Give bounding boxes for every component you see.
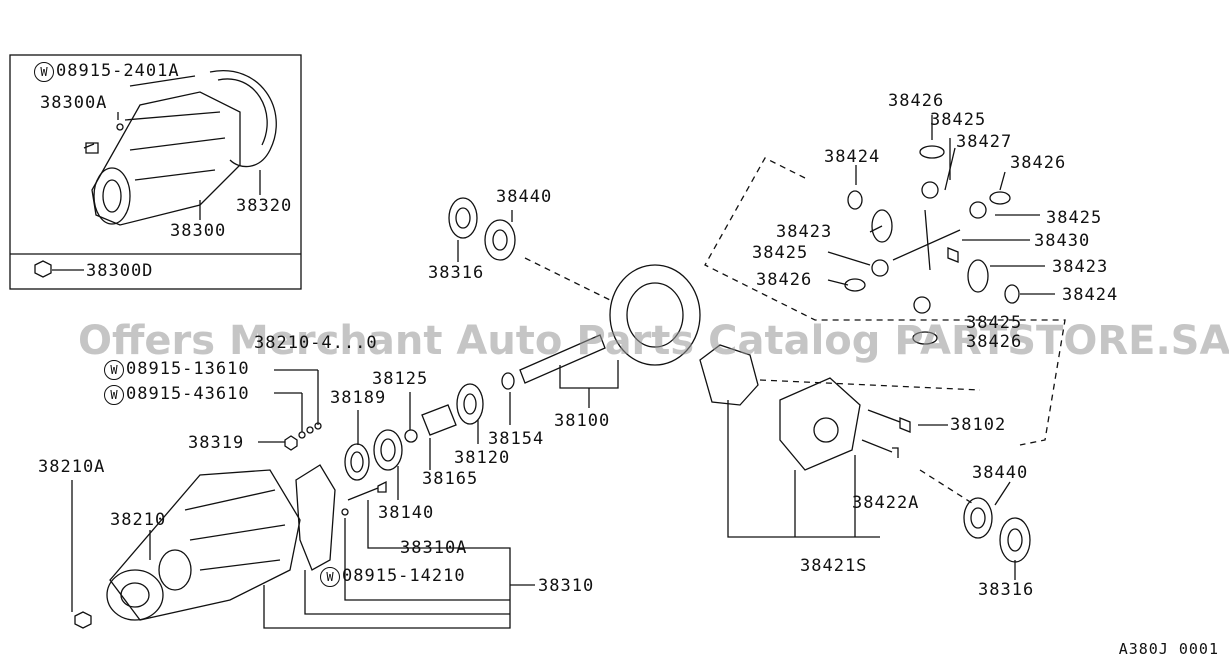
bearing-38316-top-icon — [448, 197, 478, 239]
part-label-38310[interactable]: 38310 — [538, 576, 595, 596]
diff-case-flange-icon — [779, 377, 861, 471]
part-label-38319[interactable]: 38319 — [188, 433, 245, 453]
bearing-38120-icon — [456, 383, 484, 425]
part-label-38210[interactable]: 38210 — [110, 510, 167, 530]
rear-cover-icon — [91, 70, 277, 226]
carrier-housing-icon — [106, 469, 301, 621]
part-label-38154[interactable]: 38154 — [488, 429, 545, 449]
diff-case-icon — [699, 344, 759, 406]
bearing-38440-top-icon — [484, 219, 516, 261]
part-label-38320[interactable]: 38320 — [236, 196, 293, 216]
part-label-38426-left[interactable]: 38426 — [756, 270, 813, 290]
part-label-38100[interactable]: 38100 — [554, 411, 611, 431]
part-label-38300D[interactable]: 38300D — [86, 261, 154, 281]
side-gear-38423-icon — [871, 209, 893, 243]
ring-gear-icon — [609, 264, 701, 366]
pinion-mate-icon — [921, 181, 939, 199]
part-label-38102[interactable]: 38102 — [950, 415, 1007, 435]
inset-frame — [9, 54, 302, 290]
part-label-38300A[interactable]: 38300A — [40, 93, 108, 113]
inset-bolt-icon — [83, 142, 99, 154]
nut-38319-icon — [284, 435, 298, 451]
bolt-38102-icon — [867, 409, 911, 433]
part-label-38440[interactable]: 38440 — [496, 187, 553, 207]
shim-38154-icon — [501, 372, 515, 390]
bearing-38140-icon — [373, 429, 403, 471]
washer-14210-icon — [341, 508, 349, 516]
part-label-38422A[interactable]: 38422A — [852, 493, 920, 513]
part-label-38430[interactable]: 38430 — [1034, 231, 1091, 251]
part-label-38426-bottom[interactable]: 38426 — [966, 332, 1023, 352]
part-label-38189[interactable]: 38189 — [330, 388, 387, 408]
part-label-38426-right[interactable]: 38426 — [1010, 153, 1067, 173]
mount-bracket-icon — [295, 464, 336, 571]
part-label-38165[interactable]: 38165 — [422, 469, 479, 489]
part-label-38316[interactable]: 38316 — [428, 263, 485, 283]
part-label-38210-nut[interactable]: 38210-4...0 — [254, 333, 378, 353]
part-label-38316-bottom[interactable]: 38316 — [978, 580, 1035, 600]
part-label-38424-right[interactable]: 38424 — [1062, 285, 1119, 305]
part-label-38310A[interactable]: 38310A — [400, 538, 468, 558]
part-label-38426[interactable]: 38426 — [888, 91, 945, 111]
washer-symbol-icon: W — [104, 360, 124, 380]
part-label-38425-left[interactable]: 38425 — [752, 243, 809, 263]
washer-symbol-icon: W — [320, 567, 340, 587]
drive-pinion-icon — [519, 334, 606, 384]
oil-seal-38189-icon — [344, 443, 370, 481]
part-label-38300[interactable]: 38300 — [170, 221, 227, 241]
part-label-38421S[interactable]: 38421S — [800, 556, 868, 576]
pinion-shaft-38430-icon — [892, 209, 961, 271]
watermark: Offers Merchant Auto Parts Catalog PARTS… — [78, 318, 1229, 364]
bolt-38140-icon — [347, 480, 387, 501]
washer-symbol-icon: W — [104, 385, 124, 405]
washer-38125-icon — [404, 429, 418, 443]
part-label-38425-right[interactable]: 38425 — [1046, 208, 1103, 228]
inset-washer-icon — [116, 123, 124, 131]
bearing-38316-bottom-icon — [999, 517, 1031, 563]
part-label-38140[interactable]: 38140 — [378, 503, 435, 523]
bearing-38440-bottom-icon — [963, 497, 993, 539]
part-label-38425-bottom[interactable]: 38425 — [966, 313, 1023, 333]
pin-38422A-icon — [861, 439, 899, 458]
drain-plug-icon — [74, 611, 92, 629]
part-label-38424[interactable]: 38424 — [824, 147, 881, 167]
part-label-38120[interactable]: 38120 — [454, 448, 511, 468]
part-label-38210A[interactable]: 38210A — [38, 457, 106, 477]
thrust-washer-icon — [919, 145, 945, 159]
washer-symbol-icon: W — [34, 62, 54, 82]
inset-nut-icon — [34, 260, 52, 278]
part-label-38423[interactable]: 38423 — [776, 222, 833, 242]
diagram-code: A380J 0001 — [1118, 640, 1219, 658]
part-label-38440-bottom[interactable]: 38440 — [972, 463, 1029, 483]
part-label-38125[interactable]: 38125 — [372, 369, 429, 389]
part-label-38425[interactable]: 38425 — [930, 110, 987, 130]
part-label-38427[interactable]: 38427 — [956, 132, 1013, 152]
spacer-38165-icon — [421, 404, 457, 436]
part-label-38423-right[interactable]: 38423 — [1052, 257, 1109, 277]
